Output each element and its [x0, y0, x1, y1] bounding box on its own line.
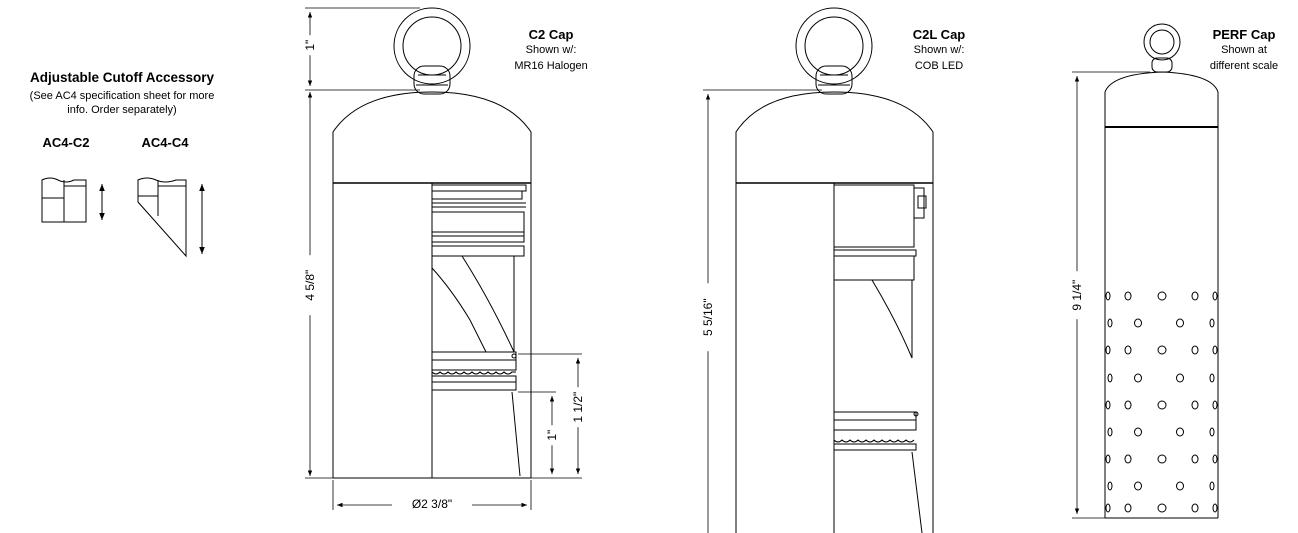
ac4-c4-icon	[137, 177, 187, 258]
perf-holes	[1105, 291, 1218, 513]
ac4-c2-icon	[41, 177, 87, 223]
c2-sub1: Shown w/:	[525, 44, 577, 56]
perf-dim-body: 9 1/4"	[1069, 271, 1085, 320]
c2-title: C2 Cap	[528, 27, 574, 42]
accessory-note-line1: (See AC4 specification sheet for more	[29, 90, 215, 102]
c2l-sub2: COB LED	[914, 60, 964, 72]
c2l-dim-body: 5 5/16"	[700, 283, 716, 352]
c2l-fixture	[735, 7, 934, 533]
accessory-note-line2: info. Order separately)	[67, 104, 177, 116]
c2-sub2: MR16 Halogen	[514, 60, 588, 72]
c2l-title: C2L Cap	[912, 27, 966, 42]
c2-dim-lamp-a: 1"	[544, 425, 560, 446]
c2l-dimensions	[703, 89, 822, 533]
c2l-sub1: Shown w/:	[913, 44, 965, 56]
c2-dim-lamp-b: 1 1/2"	[570, 387, 586, 428]
c2-dim-body: 4 5/8"	[302, 255, 318, 316]
c2-dim-cap: 1"	[302, 35, 318, 56]
perf-sub1: Shown at	[1221, 44, 1267, 56]
perf-fixture	[1104, 23, 1219, 519]
c2-fixture	[332, 7, 532, 479]
c2-dim-diameter: Ø2 3/8"	[392, 497, 472, 512]
accessory-title: Adjustable Cutoff Accessory	[29, 70, 215, 85]
variant-ac4-c4-label: AC4-C4	[141, 135, 189, 150]
c2-dimensions	[305, 7, 582, 510]
perf-sub2: different scale	[1209, 60, 1279, 72]
variant-ac4-c2-label: AC4-C2	[42, 135, 90, 150]
perf-title: PERF Cap	[1212, 27, 1276, 42]
